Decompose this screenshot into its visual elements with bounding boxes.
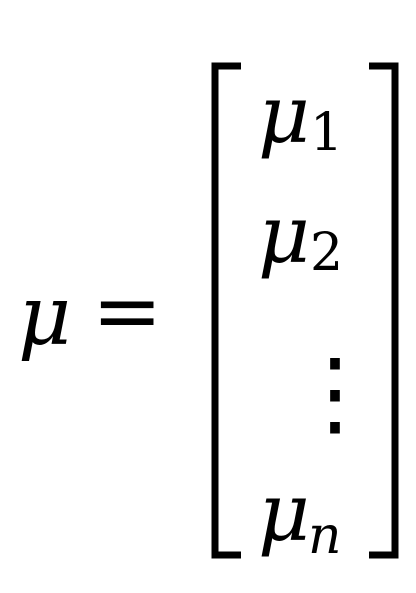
- entry-1-subscript: 1: [310, 103, 343, 163]
- lhs-mu-symbol: μ: [18, 269, 71, 364]
- entry-1-base: μ: [258, 68, 310, 161]
- vector-entry-n: μ n: [258, 466, 342, 566]
- vector-entry-2: μ 2: [258, 188, 343, 283]
- right-bracket: [369, 62, 399, 559]
- entry-2-base: μ: [258, 188, 310, 281]
- left-bracket: [211, 62, 241, 559]
- entry-n-base: μ: [258, 466, 310, 559]
- vector-entry-1: μ 1: [258, 68, 343, 163]
- ellipsis-glyph: ⋮: [288, 339, 382, 448]
- entry-2-subscript: 2: [310, 223, 343, 283]
- equals-sign: =: [92, 262, 162, 360]
- entry-n-subscript: n: [308, 506, 342, 566]
- vertical-ellipsis: ⋮: [288, 339, 382, 448]
